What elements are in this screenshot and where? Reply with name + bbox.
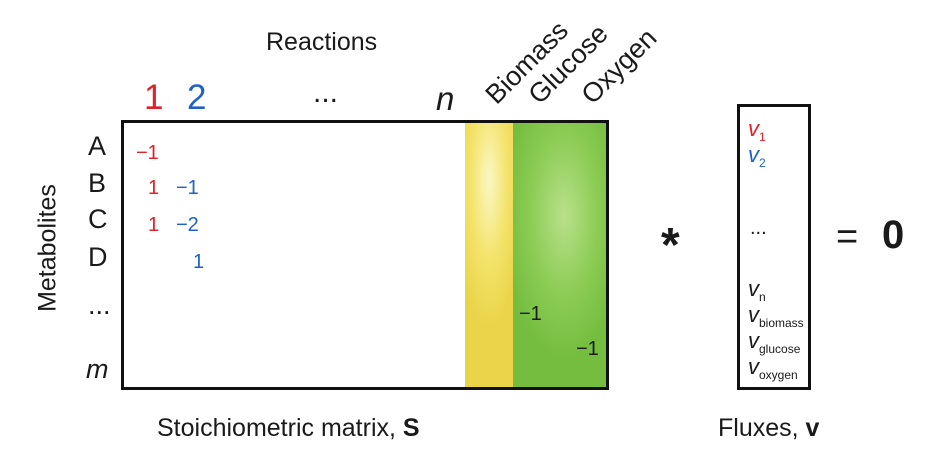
flux-vbiomass: vbiomass bbox=[748, 302, 804, 330]
flux-voxygen: voxygen bbox=[748, 354, 798, 382]
column-label-1: 1 bbox=[144, 78, 164, 117]
vector-caption: Fluxes, v bbox=[718, 414, 820, 442]
column-label-n: n bbox=[436, 80, 455, 117]
row-label-m: m bbox=[86, 354, 109, 384]
flux-vector bbox=[737, 104, 811, 390]
row-label-c: C bbox=[88, 204, 108, 234]
column-ellipsis: ... bbox=[313, 76, 339, 109]
vector-symbol: v bbox=[805, 414, 820, 442]
flux-v2: v2 bbox=[748, 142, 766, 170]
equals-sign: = bbox=[836, 216, 859, 258]
flux-ellipsis: ... bbox=[750, 217, 767, 239]
column-label-2: 2 bbox=[187, 78, 207, 117]
flux-vn: vn bbox=[748, 276, 766, 304]
stoichiometric-matrix: −1 1 −1 1 −2 1 −1 −1 bbox=[121, 120, 609, 390]
entry-oxygen: −1 bbox=[576, 338, 599, 360]
row-label-b: B bbox=[88, 168, 107, 198]
matrix-caption: Stoichiometric matrix, S bbox=[157, 414, 420, 442]
matrix-symbol: S bbox=[402, 414, 420, 442]
multiply-operator: * bbox=[661, 219, 680, 272]
zero-result: 0 bbox=[882, 213, 905, 257]
reactions-label: Reactions bbox=[266, 28, 378, 56]
row-label-d: D bbox=[88, 242, 108, 272]
row-label-ellipsis: ... bbox=[88, 290, 111, 320]
entry-b-2: −1 bbox=[176, 177, 199, 199]
entry-glucose: −1 bbox=[519, 303, 542, 325]
entry-c-1: 1 bbox=[148, 214, 160, 236]
flux-vglucose: vglucose bbox=[748, 328, 801, 356]
exchange-columns bbox=[513, 123, 606, 387]
biomass-column bbox=[465, 123, 513, 387]
entry-c-2: −2 bbox=[176, 214, 199, 236]
entry-a-1: −1 bbox=[136, 142, 159, 164]
flux-v1: v1 bbox=[748, 116, 766, 144]
entry-b-1: 1 bbox=[148, 177, 160, 199]
row-label-a: A bbox=[88, 131, 107, 161]
metabolites-label: Metabolites bbox=[33, 184, 62, 312]
entry-d-2: 1 bbox=[193, 251, 205, 273]
